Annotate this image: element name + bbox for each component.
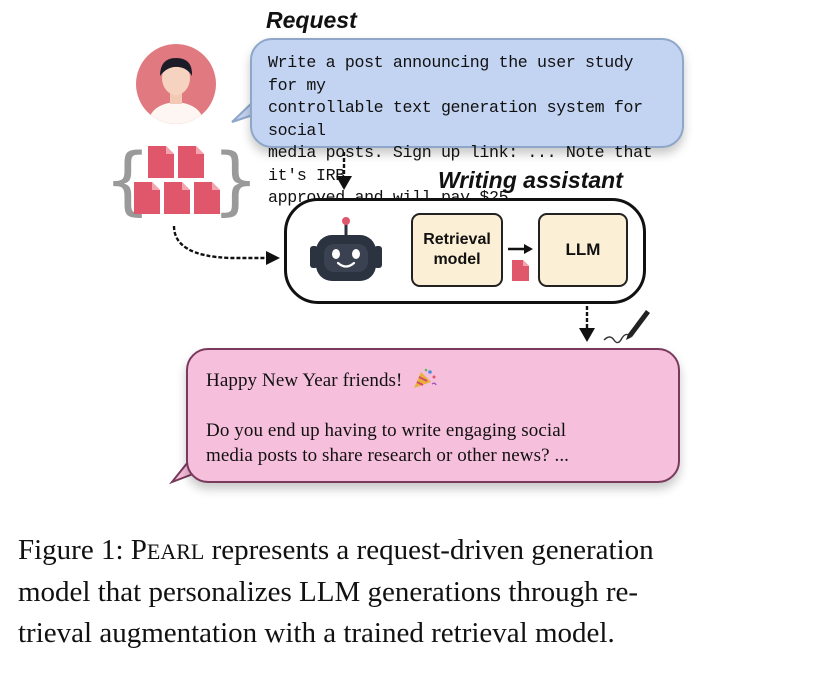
documents-icon: { } xyxy=(104,138,259,224)
llm-label: LLM xyxy=(565,240,601,259)
output-line-1: Happy New Year friends! xyxy=(206,368,664,393)
caption-prefix: Figure 1: P xyxy=(18,534,147,566)
caption-line-3: trieval augmentation with a trained retr… xyxy=(18,617,615,649)
caption-line-2: model that personalizes LLM generations … xyxy=(18,576,639,608)
output-line-3: media posts to share research or other n… xyxy=(206,445,570,466)
output-bubble: Happy New Year friends! Do you end up ha… xyxy=(186,348,680,483)
retrieval-model-box: Retrieval model xyxy=(411,213,503,287)
figure-diagram: { } xyxy=(104,7,684,485)
caption-line-1: Figure 1: PEARL represents a request-dri… xyxy=(18,530,808,572)
llm-box: LLM xyxy=(538,213,628,287)
caption-line1-rest: represents a request-driven generation xyxy=(204,534,654,566)
request-line: Write a post announcing the user study f… xyxy=(268,53,634,95)
caption-smallcaps: EARL xyxy=(146,539,205,564)
pen-icon xyxy=(603,310,650,344)
request-to-assistant-arrow xyxy=(336,152,352,190)
documents-to-assistant-arrow xyxy=(172,225,280,265)
request-title: Request xyxy=(266,7,357,33)
request-line: media posts. Sign up link: ... Note that… xyxy=(268,143,653,185)
assistant-title: Writing assistant xyxy=(438,167,623,193)
retrieval-label-line: Retrieval xyxy=(423,231,491,248)
figure-caption: Figure 1: PEARL represents a request-dri… xyxy=(18,530,808,654)
retrieval-label-line: model xyxy=(433,251,481,268)
user-avatar-icon xyxy=(136,44,216,124)
request-bubble: Write a post announcing the user study f… xyxy=(250,38,684,207)
request-line: controllable text generation system for … xyxy=(268,98,643,140)
output-line-2: Do you end up having to write engaging s… xyxy=(206,420,567,441)
party-popper-icon xyxy=(414,368,438,388)
output-greeting: Happy New Year friends! xyxy=(206,370,403,391)
assistant-to-output-arrow xyxy=(579,306,595,342)
